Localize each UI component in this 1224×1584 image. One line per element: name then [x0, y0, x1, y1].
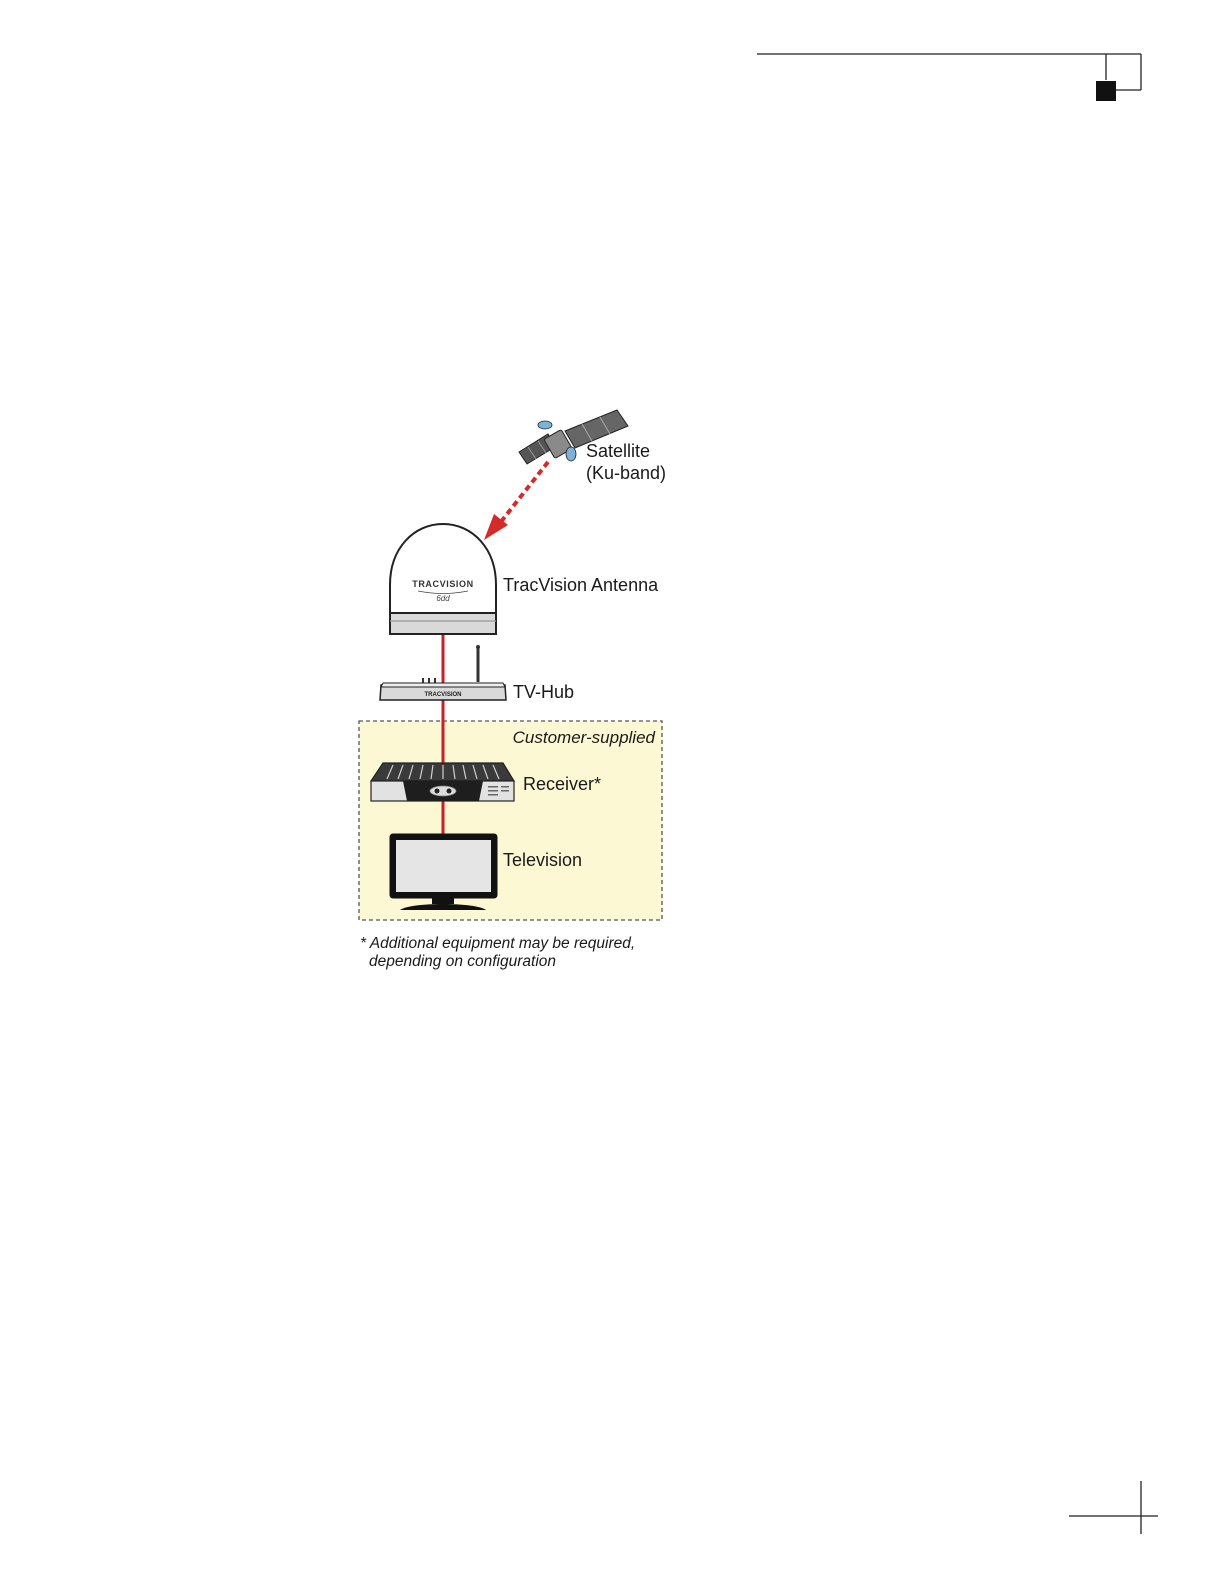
tv-hub-label: TV-Hub — [513, 682, 574, 702]
antenna-logo: TRACVISION — [412, 579, 474, 589]
satellite-signal-arrow — [484, 462, 548, 540]
antenna-model-logo: 6dd — [436, 594, 450, 603]
dome-antenna-icon: TRACVISION 6dd — [390, 524, 496, 634]
antenna-label: TracVision Antenna — [503, 575, 659, 595]
footnote-line-2: depending on configuration — [369, 953, 556, 970]
corner-marker-icon — [757, 54, 1141, 101]
customer-supplied-label: Customer-supplied — [513, 728, 656, 747]
television-label: Television — [503, 850, 582, 870]
crop-mark-icon — [1069, 1481, 1158, 1534]
receiver-label: Receiver* — [523, 774, 601, 794]
footnote-line-1: * Additional equipment may be required, — [360, 935, 635, 952]
satellite-band-label: (Ku-band) — [586, 463, 666, 483]
satellite-label: Satellite — [586, 441, 650, 461]
tv-hub-logo: TRACVISION — [424, 692, 461, 698]
receiver-box-icon — [371, 763, 514, 801]
